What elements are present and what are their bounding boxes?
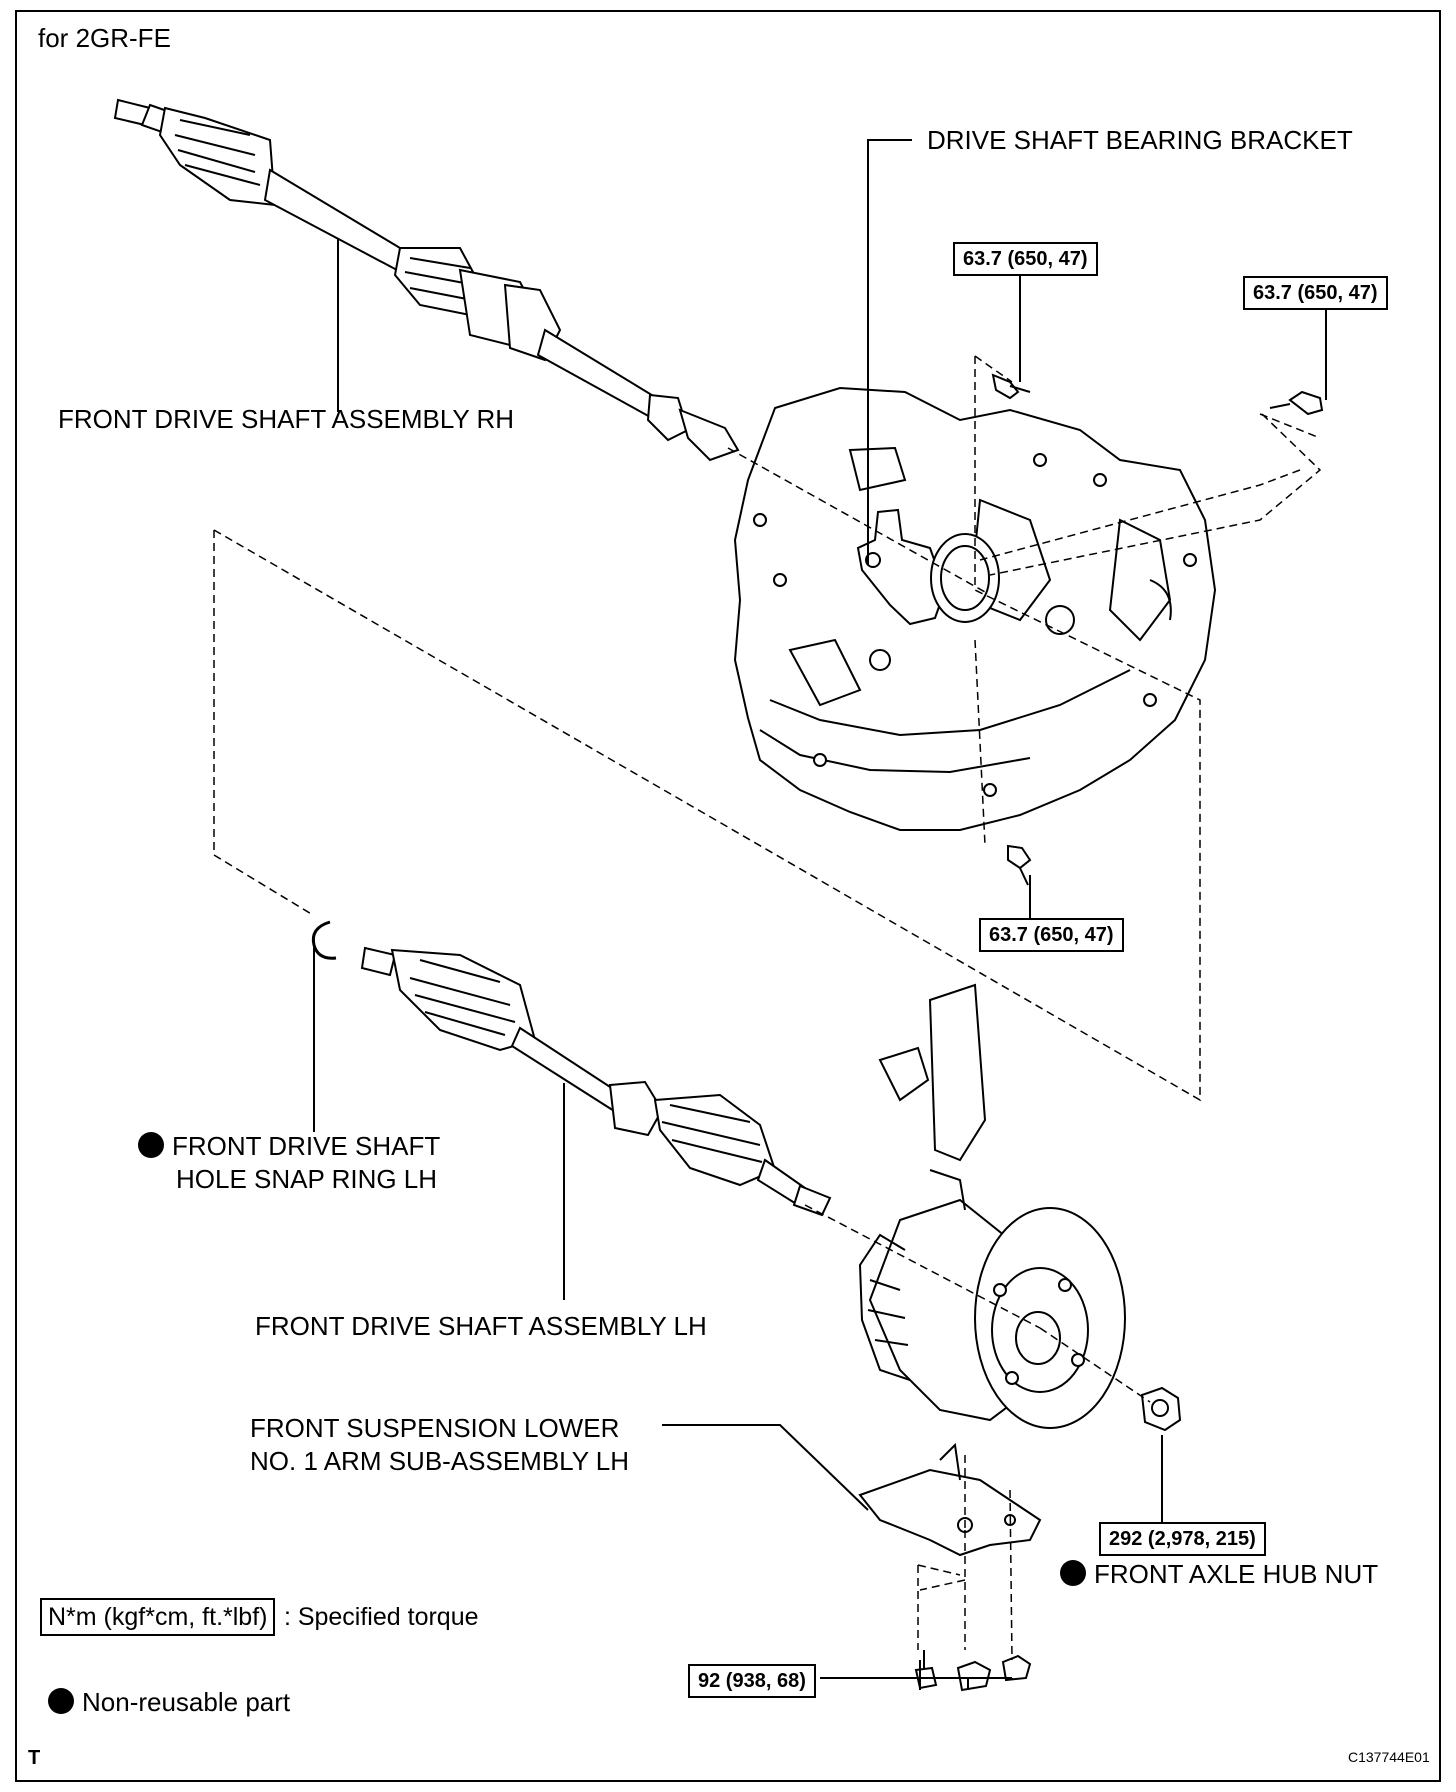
label-drive-shaft-rh: FRONT DRIVE SHAFT ASSEMBLY RH	[58, 404, 515, 434]
non-reusable-marker-icon	[1060, 1560, 1086, 1586]
non-reusable-marker-icon	[138, 1132, 164, 1158]
knuckle-brake-assembly	[858, 983, 1126, 1429]
legend-non-reusable-text: Non-reusable part	[82, 1687, 291, 1717]
label-snap-ring-line2: HOLE SNAP RING LH	[176, 1164, 438, 1194]
alignment-lines	[213, 355, 1322, 1661]
label-lower-arm-line2: NO. 1 ARM SUB-ASSEMBLY LH	[250, 1446, 630, 1476]
diagram-frame	[15, 10, 1441, 1782]
lower-arm-drawing	[858, 1442, 1042, 1557]
hub-nut-drawing	[1140, 1386, 1182, 1432]
drive-shaft-lh-drawing	[360, 946, 832, 1217]
torque-bracket-bolt-bottom: 63.7 (650, 47)	[979, 918, 1124, 952]
leader-lines	[313, 139, 1327, 1690]
label-bearing-bracket: DRIVE SHAFT BEARING BRACKET	[927, 125, 1353, 155]
bearing-bracket-drawing	[856, 508, 1000, 626]
torque-bracket-bolt-top: 63.7 (650, 47)	[953, 242, 1098, 276]
non-reusable-marker-icon	[48, 1688, 74, 1714]
engine-note: for 2GR-FE	[38, 23, 171, 53]
label-snap-ring: FRONT DRIVE SHAFT	[138, 1130, 440, 1163]
label-hub-nut: FRONT AXLE HUB NUT	[1060, 1558, 1378, 1591]
legend-torque-unit-box: N*m (kgf*cm, ft.*lbf)	[40, 1598, 276, 1636]
legend-torque-desc: : Specified torque	[283, 1603, 479, 1631]
legend-torque: N*m (kgf*cm, ft.*lbf) : Specified torque	[40, 1598, 479, 1636]
label-drive-shaft-lh: FRONT DRIVE SHAFT ASSEMBLY LH	[255, 1311, 707, 1341]
torque-hub-nut: 292 (2,978, 215)	[1099, 1522, 1266, 1556]
figure-id: C137744E01	[1348, 1749, 1430, 1765]
label-snap-ring-line1: FRONT DRIVE SHAFT	[172, 1131, 441, 1161]
corner-mark: T	[28, 1747, 41, 1769]
snap-ring-drawing	[311, 920, 337, 960]
torque-ball-joint: 92 (938, 68)	[688, 1664, 816, 1698]
torque-bracket-bolt-right: 63.7 (650, 47)	[1243, 276, 1388, 310]
drive-shaft-rh-drawing	[113, 98, 740, 462]
label-lower-arm-line1: FRONT SUSPENSION LOWER	[250, 1413, 620, 1443]
legend-non-reusable: Non-reusable part	[48, 1686, 290, 1719]
label-hub-nut-text: FRONT AXLE HUB NUT	[1094, 1559, 1379, 1589]
